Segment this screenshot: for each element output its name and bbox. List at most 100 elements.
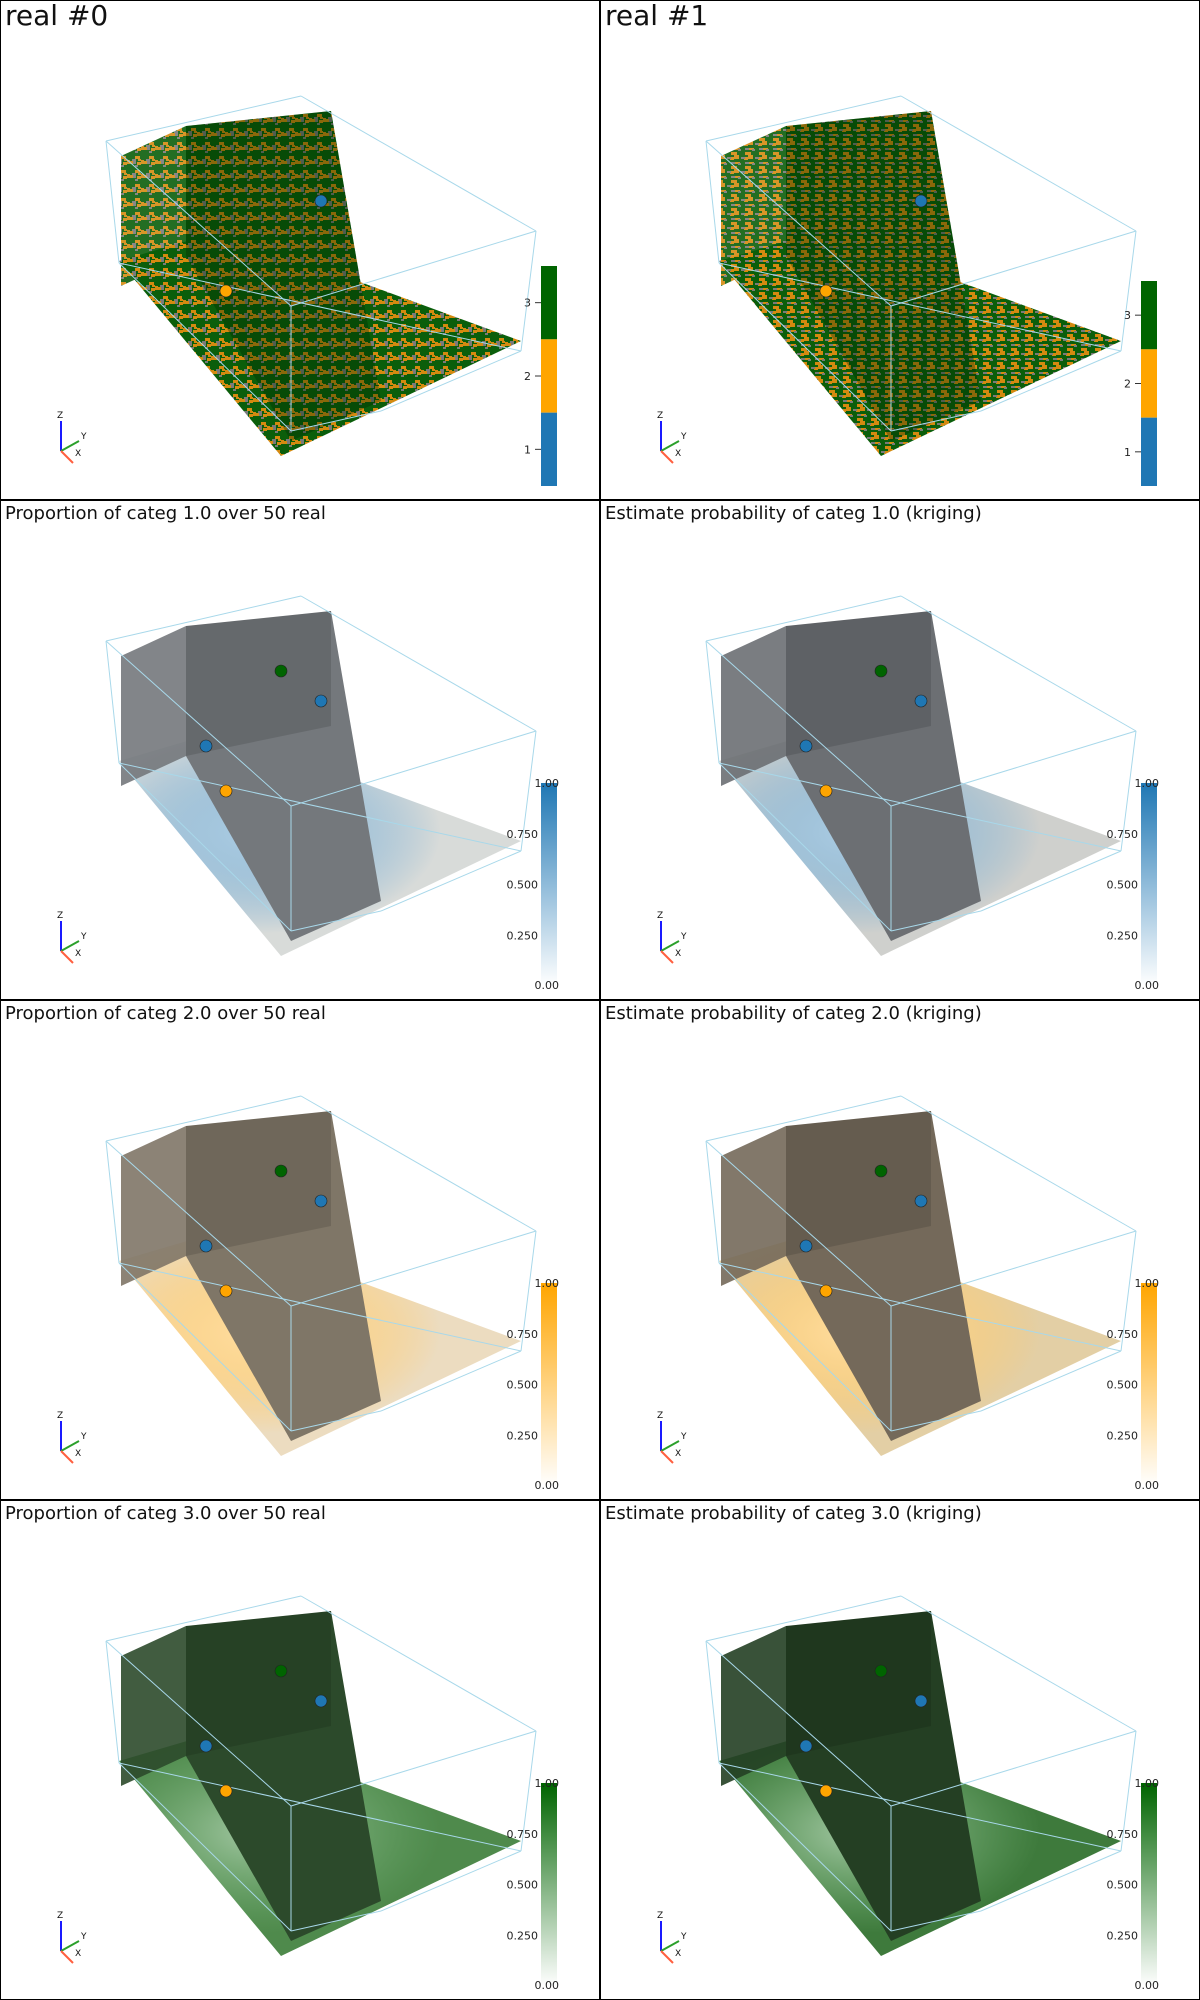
wall-slice-long <box>186 1611 381 1941</box>
bbox-edge <box>890 1410 982 1432</box>
bbox-edge <box>705 595 902 642</box>
bbox-edge <box>980 1350 1122 1412</box>
colorbar-tick-label: 0.750 <box>1107 1328 1139 1341</box>
bbox-edge <box>900 1095 1137 1232</box>
data-point-marker <box>914 1694 928 1708</box>
bbox-edge <box>705 140 720 264</box>
axis-label-x: X <box>75 449 81 459</box>
bbox-edge <box>718 262 1122 352</box>
bbox-edge <box>105 1640 292 1807</box>
axis-label-y: Y <box>80 932 87 942</box>
wall-slice-back <box>121 126 186 286</box>
axis-label-z: Z <box>657 911 663 921</box>
bbox-edge <box>300 95 537 232</box>
bbox-edge <box>705 1140 892 1307</box>
bbox-edge <box>118 262 522 352</box>
bbox-edge <box>520 730 537 852</box>
bbox-edge <box>105 1095 302 1142</box>
data-point-marker <box>314 1194 328 1208</box>
colorbar-segment <box>541 266 557 340</box>
colorbar <box>1141 1283 1157 1486</box>
colorbar <box>541 1283 557 1486</box>
colorbar-tick-label: 1.00 <box>1135 777 1160 790</box>
axis-label-z: Z <box>657 1411 663 1421</box>
bbox-edge <box>105 140 292 307</box>
bbox-edge <box>520 1730 537 1852</box>
bbox-edge <box>520 1230 537 1352</box>
bbox-edge <box>980 350 1122 412</box>
bbox-edge <box>718 762 1122 852</box>
panel-title: Estimate probability of categ 1.0 (krigi… <box>605 503 982 524</box>
bbox-edge <box>705 640 720 764</box>
bbox-edge <box>705 1140 720 1264</box>
colorbar-tick-label: 0.500 <box>1107 879 1139 892</box>
axis-label-z: Z <box>57 1911 63 1921</box>
data-point-marker <box>314 694 328 708</box>
bbox-edge <box>890 1230 1137 1307</box>
colorbar-tick-label: 0.750 <box>507 1328 539 1341</box>
colorbar-tick-label: 1.00 <box>535 1277 560 1290</box>
data-point-marker <box>219 1284 233 1298</box>
colorbar-tick-label: 0.250 <box>507 1429 539 1442</box>
colorbar-tick-label: 1.00 <box>535 1777 560 1790</box>
bbox-edge <box>718 1262 892 1432</box>
data-point-marker <box>819 1284 833 1298</box>
bbox-edge <box>705 1640 720 1764</box>
bbox-edge <box>705 1595 902 1642</box>
bbox-edge <box>118 762 522 852</box>
bbox-edge <box>105 140 120 264</box>
colorbar-tick-label: 0.250 <box>507 929 539 942</box>
axis-label-y: Y <box>80 432 87 442</box>
colorbar-tick-label: 1 <box>1124 446 1131 459</box>
axis-label-y: Y <box>680 1932 687 1942</box>
data-point-marker <box>314 194 328 208</box>
axis-label-y: Y <box>680 432 687 442</box>
colorbar-segment <box>1141 281 1157 350</box>
bbox-edge <box>290 1230 537 1307</box>
bbox-edge <box>105 1140 292 1307</box>
bbox-edge <box>890 1910 982 1932</box>
bbox-edge <box>890 730 1137 807</box>
panel-title: real #0 <box>5 0 109 32</box>
wall-slice-back <box>721 1126 786 1286</box>
data-point-marker <box>874 1664 888 1678</box>
bbox-edge <box>290 1910 382 1932</box>
bbox-edge <box>1120 230 1137 352</box>
colorbar-tick-label: 0.750 <box>1107 828 1139 841</box>
wall-slice-back <box>721 626 786 786</box>
wall-slice-long <box>186 1111 381 1441</box>
axis-label-x: X <box>75 1949 81 1959</box>
bbox-edge <box>705 140 892 307</box>
colorbar-tick-label: 0.00 <box>535 1979 560 1992</box>
colorbar-segment <box>1141 349 1157 418</box>
axis-label-z: Z <box>57 411 63 421</box>
data-point-marker <box>874 664 888 678</box>
data-point-marker <box>874 1164 888 1178</box>
colorbar-tick-label: 0.250 <box>1107 929 1139 942</box>
data-point-marker <box>314 1694 328 1708</box>
bbox-edge <box>105 1595 302 1642</box>
colorbar <box>541 783 557 986</box>
data-point-marker <box>799 1739 813 1753</box>
colorbar-tick-label: 0.00 <box>1135 979 1160 992</box>
colorbar-tick-label: 0.500 <box>507 879 539 892</box>
data-point-marker <box>914 694 928 708</box>
bbox-edge <box>890 910 982 932</box>
bbox-edge <box>300 595 537 732</box>
wall-slice-back <box>721 126 786 286</box>
axis-label-x: X <box>675 449 681 459</box>
colorbar-tick-label: 2 <box>524 370 531 383</box>
bbox-edge <box>718 262 892 432</box>
wall-slice-long <box>186 111 381 441</box>
colorbar-tick-label: 0.250 <box>1107 1929 1139 1942</box>
wall-slice-back <box>721 1626 786 1786</box>
bbox-edge <box>980 1850 1122 1912</box>
colorbar-tick-label: 0.00 <box>1135 1979 1160 1992</box>
colorbar-tick-label: 2 <box>1124 378 1131 391</box>
colorbar-tick-label: 0.750 <box>1107 1828 1139 1841</box>
